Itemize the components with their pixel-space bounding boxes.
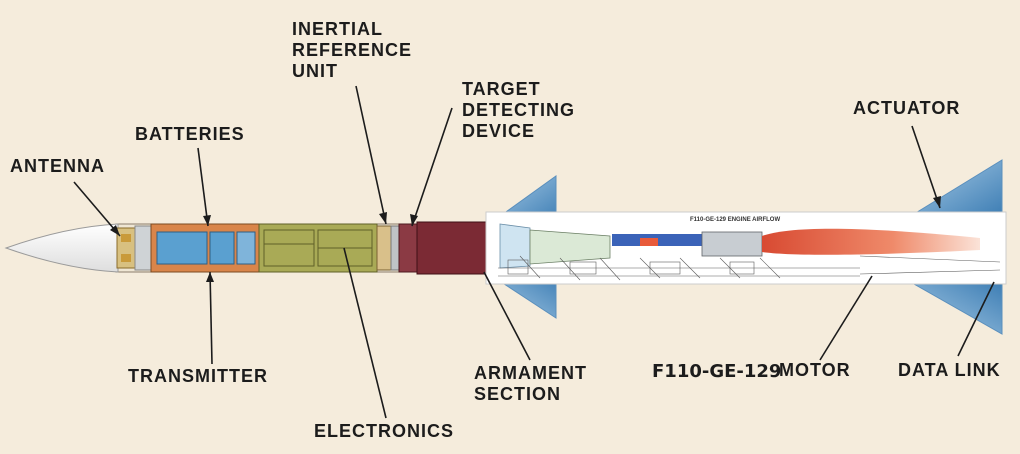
armament-section bbox=[416, 221, 488, 275]
engine-fan bbox=[499, 223, 531, 269]
leader-transmitter bbox=[209, 271, 213, 365]
engine-insert-title: F110-GE-129 ENGINE AIRFLOW bbox=[690, 217, 780, 223]
label-motor: MOTOR bbox=[779, 360, 851, 380]
nose-cone bbox=[4, 223, 119, 273]
leader-inertial bbox=[355, 85, 387, 225]
label-transmitter: TRANSMITTER bbox=[128, 366, 268, 386]
label-target-detecting-device: TARGET DETECTING DEVICE bbox=[462, 79, 575, 142]
antenna-detail bbox=[121, 254, 131, 262]
battery-cell bbox=[156, 231, 208, 265]
leader-motor bbox=[819, 275, 873, 361]
leader-target bbox=[411, 107, 453, 227]
connector bbox=[390, 225, 400, 271]
antenna-detail bbox=[121, 234, 131, 242]
leader-armament bbox=[483, 271, 531, 361]
leader-data-link bbox=[957, 281, 995, 357]
label-antenna: ANTENNA bbox=[10, 156, 105, 176]
arrowhead bbox=[203, 215, 211, 226]
engine-turbine bbox=[701, 231, 763, 257]
electronics-board bbox=[263, 229, 315, 267]
target-detecting-block bbox=[398, 223, 418, 273]
leader-actuator bbox=[911, 125, 941, 209]
arrowhead bbox=[206, 272, 214, 282]
inertial-reference-block bbox=[376, 225, 392, 271]
leader-batteries bbox=[197, 147, 209, 227]
label-engine-model: F110-GE-129 bbox=[652, 361, 782, 382]
mount-section bbox=[134, 225, 152, 271]
label-data-link: DATA LINK bbox=[898, 360, 1001, 380]
label-armament-section: ARMAMENT SECTION bbox=[474, 363, 587, 405]
label-electronics: ELECTRONICS bbox=[314, 421, 455, 441]
label-inertial-line-2: REFERENCE bbox=[292, 40, 413, 60]
label-batteries: BATTERIES bbox=[135, 124, 245, 144]
label-armament-line-2: SECTION bbox=[474, 384, 562, 404]
label-inertial-line-3: UNIT bbox=[292, 61, 338, 81]
arrowhead bbox=[933, 196, 941, 208]
battery-cell bbox=[209, 231, 235, 265]
engine-cutaway-insert: F110-GE-129 ENGINE AIRFLOW bbox=[485, 211, 1007, 285]
leader-antenna bbox=[73, 181, 121, 237]
engine-accessory-lines bbox=[498, 255, 1001, 281]
label-target-line-2: DETECTING bbox=[462, 100, 576, 120]
label-inertial-reference-unit: INERTIAL REFERENCE UNIT bbox=[292, 19, 412, 82]
arrowhead bbox=[110, 225, 120, 236]
label-target-line-1: TARGET bbox=[462, 79, 541, 99]
leader-electronics bbox=[343, 247, 387, 419]
engine-exhaust bbox=[762, 228, 980, 255]
battery-cell bbox=[236, 231, 256, 265]
engine-compressor bbox=[529, 229, 611, 265]
engine-flame bbox=[640, 238, 658, 246]
arrowhead bbox=[379, 212, 387, 224]
label-target-line-3: DEVICE bbox=[462, 121, 536, 141]
label-inertial-line-1: INERTIAL bbox=[292, 19, 383, 39]
label-armament-line-1: ARMAMENT bbox=[474, 363, 587, 383]
arrowhead bbox=[410, 214, 418, 226]
label-actuator: ACTUATOR bbox=[853, 98, 961, 118]
